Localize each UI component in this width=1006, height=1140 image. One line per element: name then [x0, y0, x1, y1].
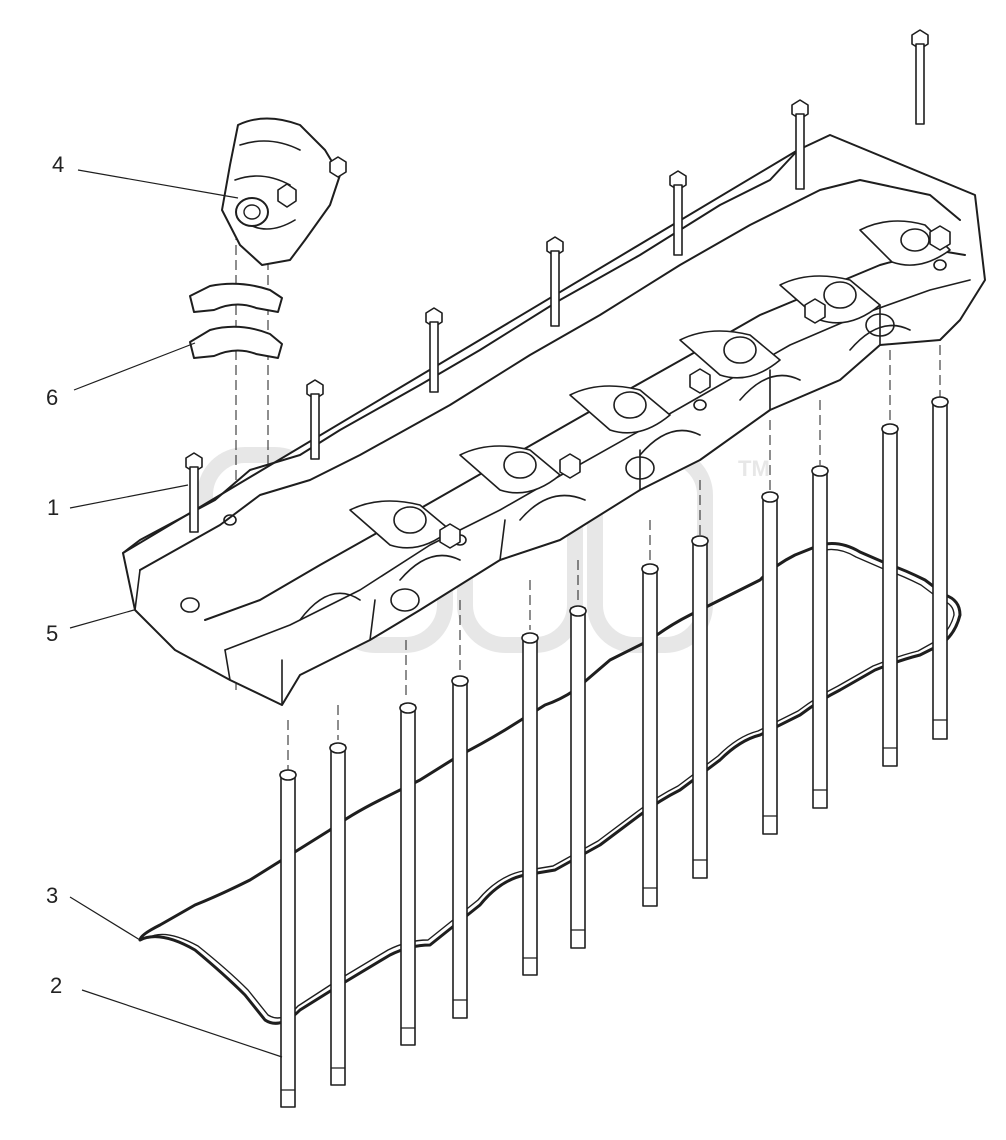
push-rod: [931, 396, 949, 740]
push-rod: [569, 605, 587, 949]
callout-labels: 4 6 1 5 3 2: [46, 152, 64, 998]
leader-line-1: [69, 484, 189, 509]
push-rod: [329, 742, 347, 1086]
push-rod: [279, 769, 297, 1108]
push-rod: [761, 491, 779, 835]
callout-label-1: 1: [47, 495, 59, 520]
leader-line-6: [73, 342, 196, 391]
leader-line-5: [69, 609, 135, 629]
push-rod: [641, 563, 659, 907]
push-rod: [691, 535, 709, 879]
callout-label-3: 3: [46, 883, 58, 908]
push-rod: [521, 632, 539, 976]
rocker-arm-group: [349, 220, 951, 549]
watermark-trademark: TM: [738, 456, 770, 481]
callout-label-2: 2: [50, 973, 62, 998]
leader-line-2: [81, 989, 283, 1058]
callout-leaders: [69, 169, 283, 1058]
push-rod: [881, 423, 899, 767]
leader-line-3: [69, 896, 141, 941]
callout-label-6: 6: [46, 385, 58, 410]
retaining-clips-part-6: [189, 282, 283, 359]
callout-label-5: 5: [46, 621, 58, 646]
leader-line-4: [77, 169, 239, 199]
push-rod: [399, 702, 417, 1046]
push-rods-part-2: [279, 396, 949, 1108]
push-rod: [811, 465, 829, 809]
rocker-assembly-part-4: [221, 117, 347, 266]
mounting-bolts-part-1: [185, 29, 929, 533]
callout-label-4: 4: [52, 152, 64, 177]
push-rod: [451, 675, 469, 1019]
